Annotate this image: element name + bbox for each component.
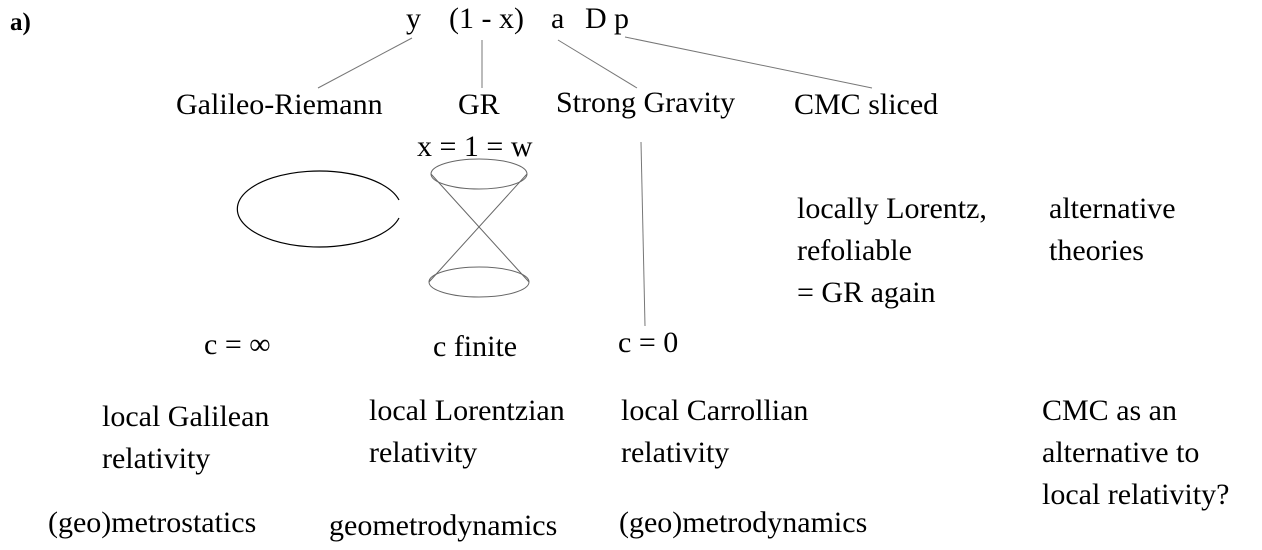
formula-D: D	[585, 2, 607, 35]
galilean-ellipse-icon	[236, 170, 400, 248]
cmc-note-line-1: locally Lorentz,	[797, 192, 987, 225]
relativity-galilean: local Galilean relativity	[102, 396, 269, 480]
branch-gr: GR	[458, 88, 500, 121]
speed-finite: c finite	[433, 330, 518, 363]
gr-condition: x = 1 = w	[417, 130, 533, 163]
alternative-line-1: alternative	[1049, 192, 1176, 225]
speed-infinite: c = ∞	[204, 328, 271, 361]
lorentzian-line-2: relativity	[369, 436, 478, 469]
formula-one-minus-x: (1 - x)	[449, 2, 524, 35]
branch-strong-gravity: Strong Gravity	[556, 86, 736, 119]
carrollian-line-1: local Carrollian	[621, 394, 809, 427]
cmc-question-line-3: local relativity?	[1042, 478, 1230, 511]
dynamics-metrodynamics: (geo)metrodynamics	[619, 506, 868, 539]
cmc-note: locally Lorentz, refoliable = GR again	[797, 188, 987, 314]
connector-y-galileo	[317, 37, 413, 89]
panel-label: a)	[10, 9, 31, 36]
branch-cmc-sliced: CMC sliced	[794, 88, 939, 121]
dynamics-geometrodynamics: geometrodynamics	[329, 509, 558, 542]
cmc-question: CMC as an alternative to local relativit…	[1042, 390, 1229, 516]
alternative-theories: alternative theories	[1049, 188, 1176, 272]
lorentzian-line-1: local Lorentzian	[369, 394, 565, 427]
galilean-line-1: local Galilean	[102, 400, 270, 433]
connector-strong-gravity-c0	[640, 141, 646, 327]
formula-y: y	[406, 2, 421, 35]
cmc-question-line-1: CMC as an	[1042, 394, 1177, 427]
light-cone-icon	[428, 158, 530, 298]
carrollian-line-2: relativity	[621, 436, 730, 469]
relativity-lorentzian: local Lorentzian relativity	[369, 390, 565, 474]
formula-p: p	[614, 2, 629, 35]
connector-p-cmc	[624, 36, 873, 89]
formula-a: a	[551, 2, 565, 35]
alternative-line-2: theories	[1049, 234, 1144, 267]
speed-zero: c = 0	[618, 326, 679, 359]
dynamics-metrostatics: (geo)metrostatics	[48, 506, 257, 539]
cmc-note-line-3: = GR again	[797, 276, 936, 309]
connector-a-strong-gravity	[557, 39, 638, 89]
cmc-question-line-2: alternative to	[1042, 436, 1200, 469]
galilean-line-2: relativity	[102, 442, 211, 475]
branch-galileo-riemann: Galileo-Riemann	[176, 88, 383, 121]
cmc-note-line-2: refoliable	[797, 234, 912, 267]
relativity-carrollian: local Carrollian relativity	[621, 390, 808, 474]
